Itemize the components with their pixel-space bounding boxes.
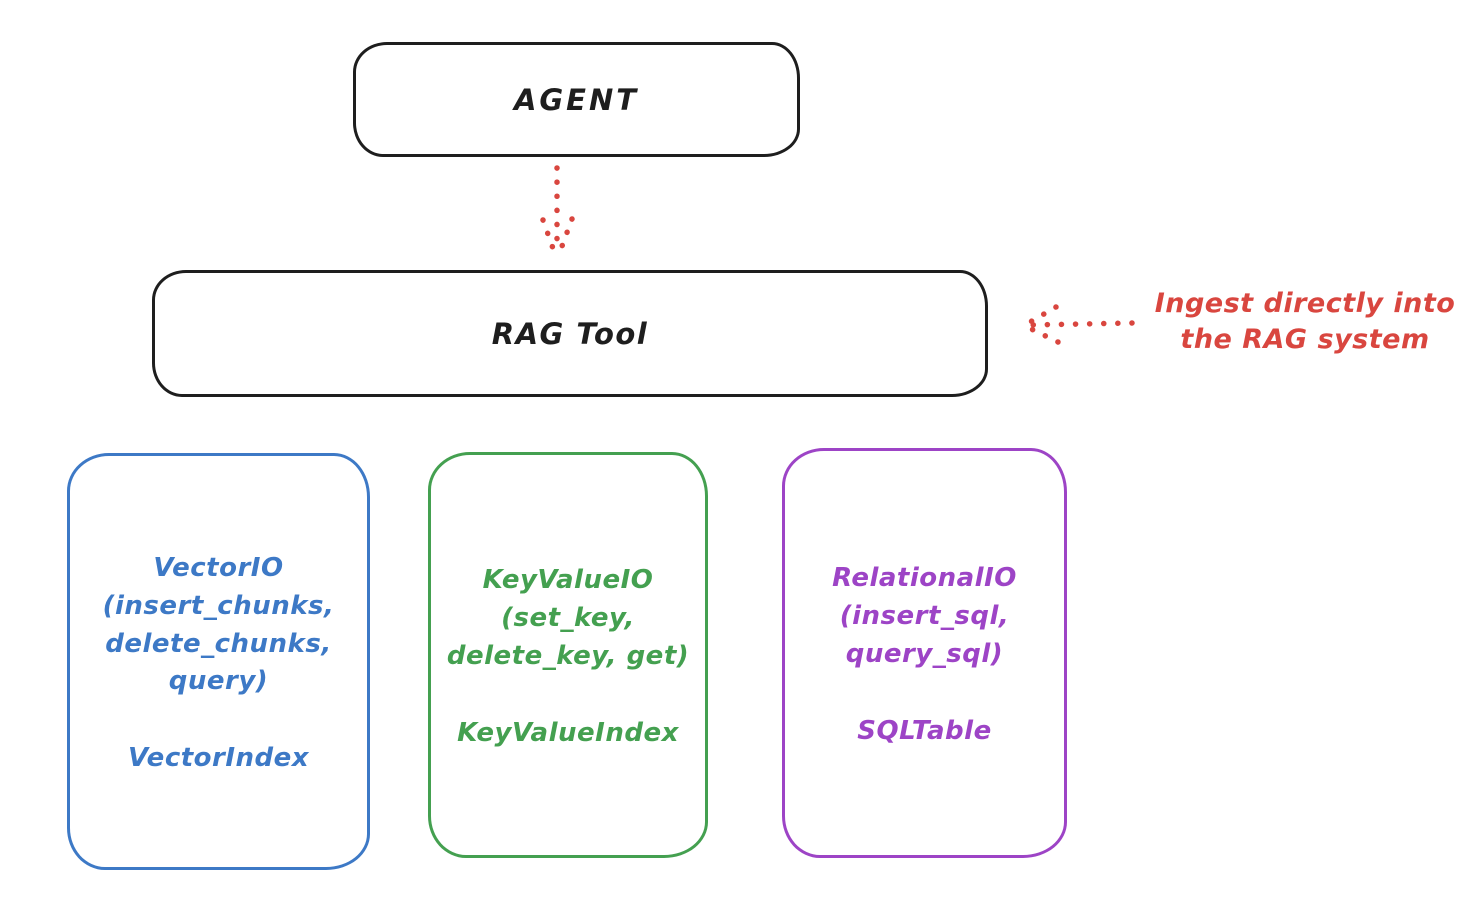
keyvalue-io-text: KeyValueIO (set_key, delete_key, get) (447, 562, 689, 675)
agent-to-ragtool-arrow-icon (540, 165, 575, 260)
keyvalue-io-params-line2: delete_key, get) (446, 640, 690, 671)
vector-io-params-line3: query) (168, 666, 269, 697)
relational-io-text: RelationalIO (insert_sql, query_sql) (832, 560, 1017, 673)
keyvalue-io-title: KeyValueIO (482, 565, 654, 596)
agent-box-label: AGENT (513, 82, 640, 117)
relational-io-title: RelationalIO (832, 563, 1017, 594)
vector-io-title: VectorIO (153, 553, 284, 584)
ingest-annotation-line2: the RAG system (1180, 323, 1430, 355)
agent-box: AGENT (353, 42, 800, 157)
vector-io-box: VectorIO (insert_chunks, delete_chunks, … (67, 453, 370, 870)
relational-io-box: RelationalIO (insert_sql, query_sql) SQL… (782, 448, 1067, 858)
rag-tool-box: RAG Tool (152, 270, 988, 397)
vector-io-params-line2: delete_chunks, (105, 628, 332, 659)
keyvalue-io-params-line1: (set_key, (501, 603, 635, 634)
keyvalue-index-label: KeyValueIndex (457, 717, 679, 748)
relational-io-params-line2: query_sql) (845, 638, 1004, 669)
relational-index-label: SQLTable (857, 715, 992, 746)
relational-io-params-line1: (insert_sql, (839, 601, 1010, 632)
annotation-to-ragtool-arrow-icon (1022, 304, 1135, 345)
vector-io-params-line1: (insert_chunks, (102, 590, 335, 621)
vector-index-label: VectorIndex (127, 742, 310, 773)
ingest-annotation: Ingest directly into the RAG system (1130, 286, 1480, 357)
vector-io-text: VectorIO (insert_chunks, delete_chunks, … (103, 550, 335, 701)
keyvalue-io-box: KeyValueIO (set_key, delete_key, get) Ke… (428, 452, 708, 858)
ingest-annotation-line1: Ingest directly into (1154, 288, 1456, 319)
rag-tool-box-label: RAG Tool (491, 316, 649, 351)
